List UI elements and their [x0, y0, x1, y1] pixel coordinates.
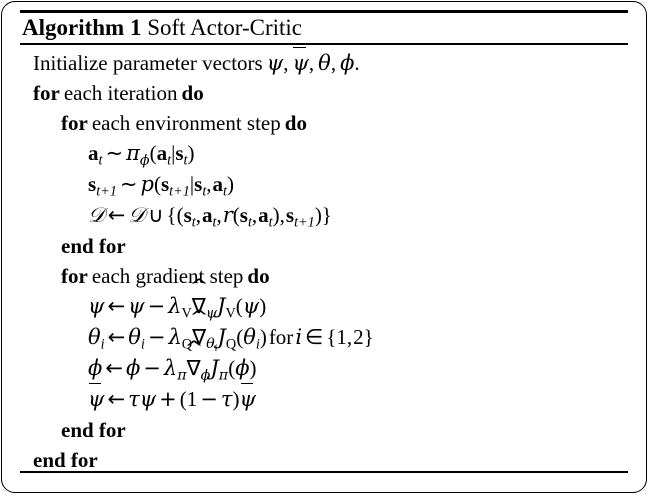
line-update-phi: ϕ←ϕ−λπ∇ϕJπ(ϕ): [2, 353, 646, 384]
symbol-psi-bar: ψ: [292, 46, 309, 78]
line-end-for-gradient-step: end for: [2, 415, 646, 445]
text-each-gradient-step: each gradient step: [91, 264, 244, 288]
keyword-end-for: end for: [33, 448, 98, 472]
keyword-end-for: end for: [61, 234, 126, 258]
keyword-for: for: [33, 81, 60, 105]
keyword-for: for: [61, 264, 88, 288]
algorithm-name: Soft Actor-Critic: [147, 15, 302, 40]
line-sample-action: at∼πϕ(at|st): [88, 141, 195, 169]
rule-under-title: [20, 43, 628, 45]
algorithm-number-label: Algorithm 1: [22, 15, 142, 40]
line-sample-next-state: st+1∼p(st+1|st,at): [88, 172, 234, 200]
rule-bottom: [20, 471, 628, 473]
keyword-for: for: [61, 111, 88, 135]
symbol-psi: ψ: [266, 51, 284, 75]
algorithm-title: Algorithm 1 Soft Actor-Critic: [22, 14, 302, 42]
text-each-environment-step: each environment step: [91, 111, 281, 135]
keyword-end-for: end for: [61, 418, 126, 442]
keyword-do: do: [247, 264, 270, 288]
line-update-psi: ψ←ψ−λV∇ψJV(ψ): [2, 291, 646, 322]
keyword-do: do: [284, 111, 307, 135]
line-update-target-psi: ψ←τψ+(1−τ)ψ: [2, 382, 646, 415]
line-end-for-iteration: end for: [2, 445, 646, 475]
initialize-label: Initialize parameter vectors: [33, 51, 263, 75]
line-update-theta: θi←θi−λQ∇θiJQ(θi)fori∈{1,2}: [2, 322, 646, 354]
symbol-theta: θ: [318, 51, 331, 75]
text-each-iteration: each iteration: [63, 81, 178, 105]
keyword-do: do: [181, 81, 204, 105]
symbol-phi: ϕ: [340, 51, 355, 75]
line-update-replay-buffer: 𝒟←𝒟∪{(st,at,r(st,at),st+1)}: [88, 203, 332, 231]
line-end-for-environment-step: end for: [2, 231, 646, 261]
rule-top: [20, 10, 628, 13]
